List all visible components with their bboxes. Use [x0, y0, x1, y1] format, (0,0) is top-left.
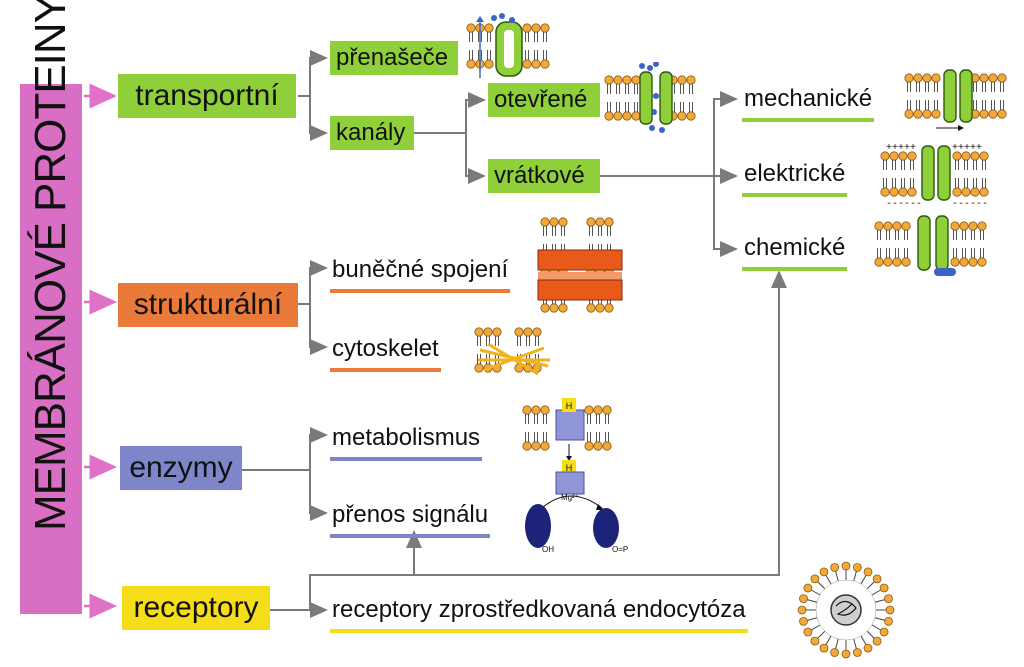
vesicle-lipid-head [841, 561, 851, 571]
item-receptor-endocytosis: receptory zprostředkovaná endocytóza [330, 593, 748, 633]
line-transport-carriers [298, 50, 328, 97]
vesicle-lipid-head [884, 616, 893, 626]
item-cytoskeleton: cytoskelet [330, 332, 441, 372]
mg-ion-label: Mg²⁺ [561, 493, 579, 502]
vesicle-lipid-head [830, 648, 840, 657]
oh-label: OH [542, 545, 554, 554]
vesicle-lipid-head [872, 574, 882, 584]
vesicle-lipid-head [803, 583, 813, 593]
item-cell-junctions: buněčné spojení [330, 253, 511, 293]
positive-charges-left: +++++ [886, 143, 916, 154]
line-gated-chemical [713, 176, 738, 257]
item-open-channels: otevřené [488, 83, 600, 117]
line-channels-gated [465, 133, 486, 184]
vesicle-lipid-head [852, 648, 862, 657]
positive-charges-right: +++++ [952, 143, 982, 154]
vesicle-lipid-head [879, 627, 889, 637]
open-channel-illustration [604, 62, 704, 133]
line-gated-mechanical [713, 91, 738, 176]
mechanical-gated-channel-illustration [904, 69, 1012, 131]
vesicle-lipid-head [863, 643, 873, 653]
line-channels-open [414, 92, 486, 134]
carrier-protein-illustration [466, 13, 558, 78]
endocytosis-vesicle-illustration [797, 561, 895, 659]
vesicle-lipid-head [830, 563, 840, 572]
negative-charges-left: ------ [886, 199, 922, 210]
vesicle-lipid-head [797, 605, 807, 615]
item-gated-channels: vrátkové [488, 159, 600, 193]
enzyme-metabolism-illustration: H [522, 398, 622, 456]
item-chemical: chemické [742, 231, 848, 271]
item-electrical: elektrické [742, 157, 848, 197]
op-label: O=P [612, 545, 628, 554]
negative-charges-right: ------ [952, 199, 988, 210]
line-structural-cytoskeleton [309, 304, 328, 355]
line-enzymes-metabolism [242, 427, 328, 471]
vesicle-lipid-head [799, 616, 808, 626]
category-transport: transportní [118, 74, 296, 118]
line-transport-channels [309, 96, 328, 141]
h-label-bottom: H [566, 463, 573, 473]
cell-junction-illustration [537, 214, 623, 320]
vesicle-lipid-head [810, 636, 820, 646]
signal-transduction-illustration: H Mg²⁺ OH O=P [525, 444, 628, 554]
category-structural: strukturální [118, 283, 298, 327]
electrical-gated-channel-illustration: +++++ +++++ ------ ------ [880, 143, 992, 210]
vesicle-lipid-head [803, 627, 813, 637]
vesicle-lipid-head [872, 636, 882, 646]
category-receptors: receptory [122, 586, 270, 630]
vesicle-lipid-head [852, 563, 862, 572]
vesicle-lipid-head [799, 594, 808, 604]
vesicle-lipid-head [885, 605, 895, 615]
root-title: MEMBRÁNOVÉ PROTEINY [26, 0, 75, 531]
root-bar [20, 84, 82, 614]
item-channels: kanály [330, 116, 414, 150]
line-receptors-chemical [309, 270, 787, 610]
vesicle-lipid-head [879, 583, 889, 593]
h-label-top: H [566, 401, 573, 411]
cytoskeleton-illustration [474, 326, 550, 376]
item-metabolism: metabolismus [330, 421, 483, 461]
item-signal-transduction: přenos signálu [330, 498, 491, 538]
line-enzymes-signal [309, 470, 328, 521]
category-enzymes: enzymy [120, 446, 242, 490]
vesicle-lipid-head [819, 567, 829, 577]
item-carriers: přenašeče [330, 41, 458, 75]
vesicle-lipid-head [884, 594, 893, 604]
chemical-gated-channel-illustration [874, 215, 992, 276]
item-mechanical: mechanické [742, 82, 875, 122]
vesicle-lipid-head [863, 567, 873, 577]
line-structural-junctions [298, 260, 328, 305]
vesicle-lipid-head [810, 574, 820, 584]
vesicle-lipid-head [841, 649, 851, 659]
vesicle-lipid-head [819, 643, 829, 653]
